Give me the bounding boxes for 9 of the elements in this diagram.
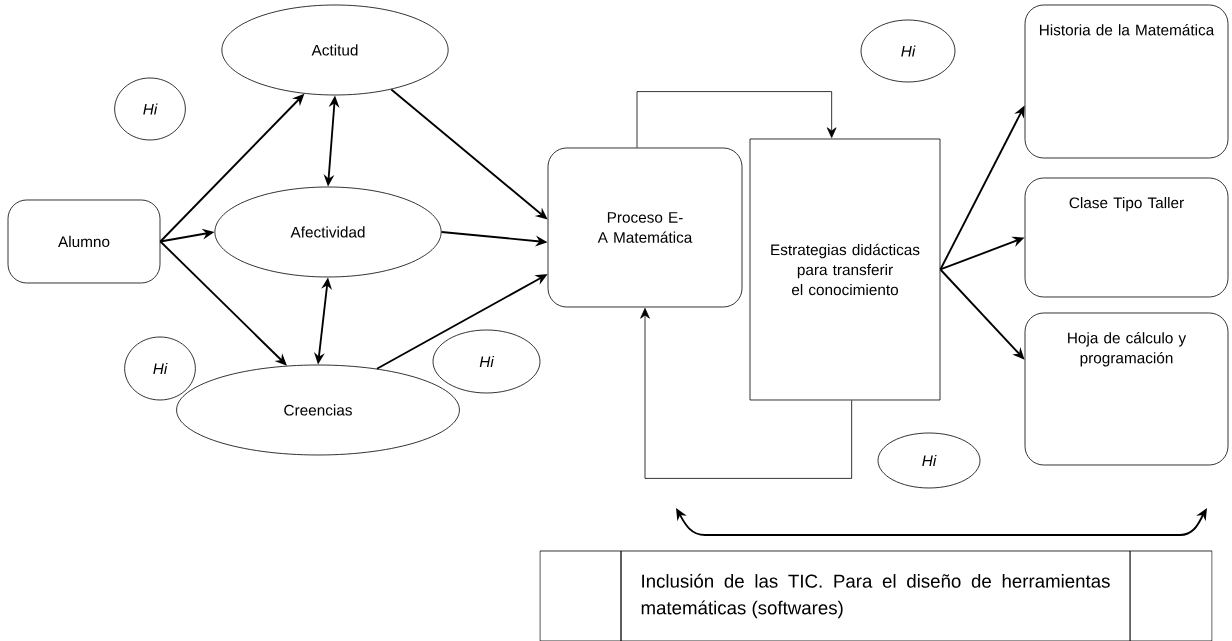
rounded-box: Proceso E-A Matemática	[547, 147, 743, 308]
rounded-box: Hoja de cálculo y programación	[1024, 312, 1229, 466]
rounded-box: Clase Tipo Taller	[1024, 177, 1229, 298]
table-cell: Inclusión de las TIC. Para el diseño de herramientas matemáticas (softwares)	[620, 550, 1131, 641]
rounded-box: Historia de la Matemática	[1024, 4, 1229, 159]
text-box: Estrategias didácticas para transferir el conocimiento	[749, 138, 941, 401]
arrow	[636, 91, 837, 148]
arrow	[640, 308, 853, 479]
rounded-box: Alumno	[7, 199, 161, 284]
